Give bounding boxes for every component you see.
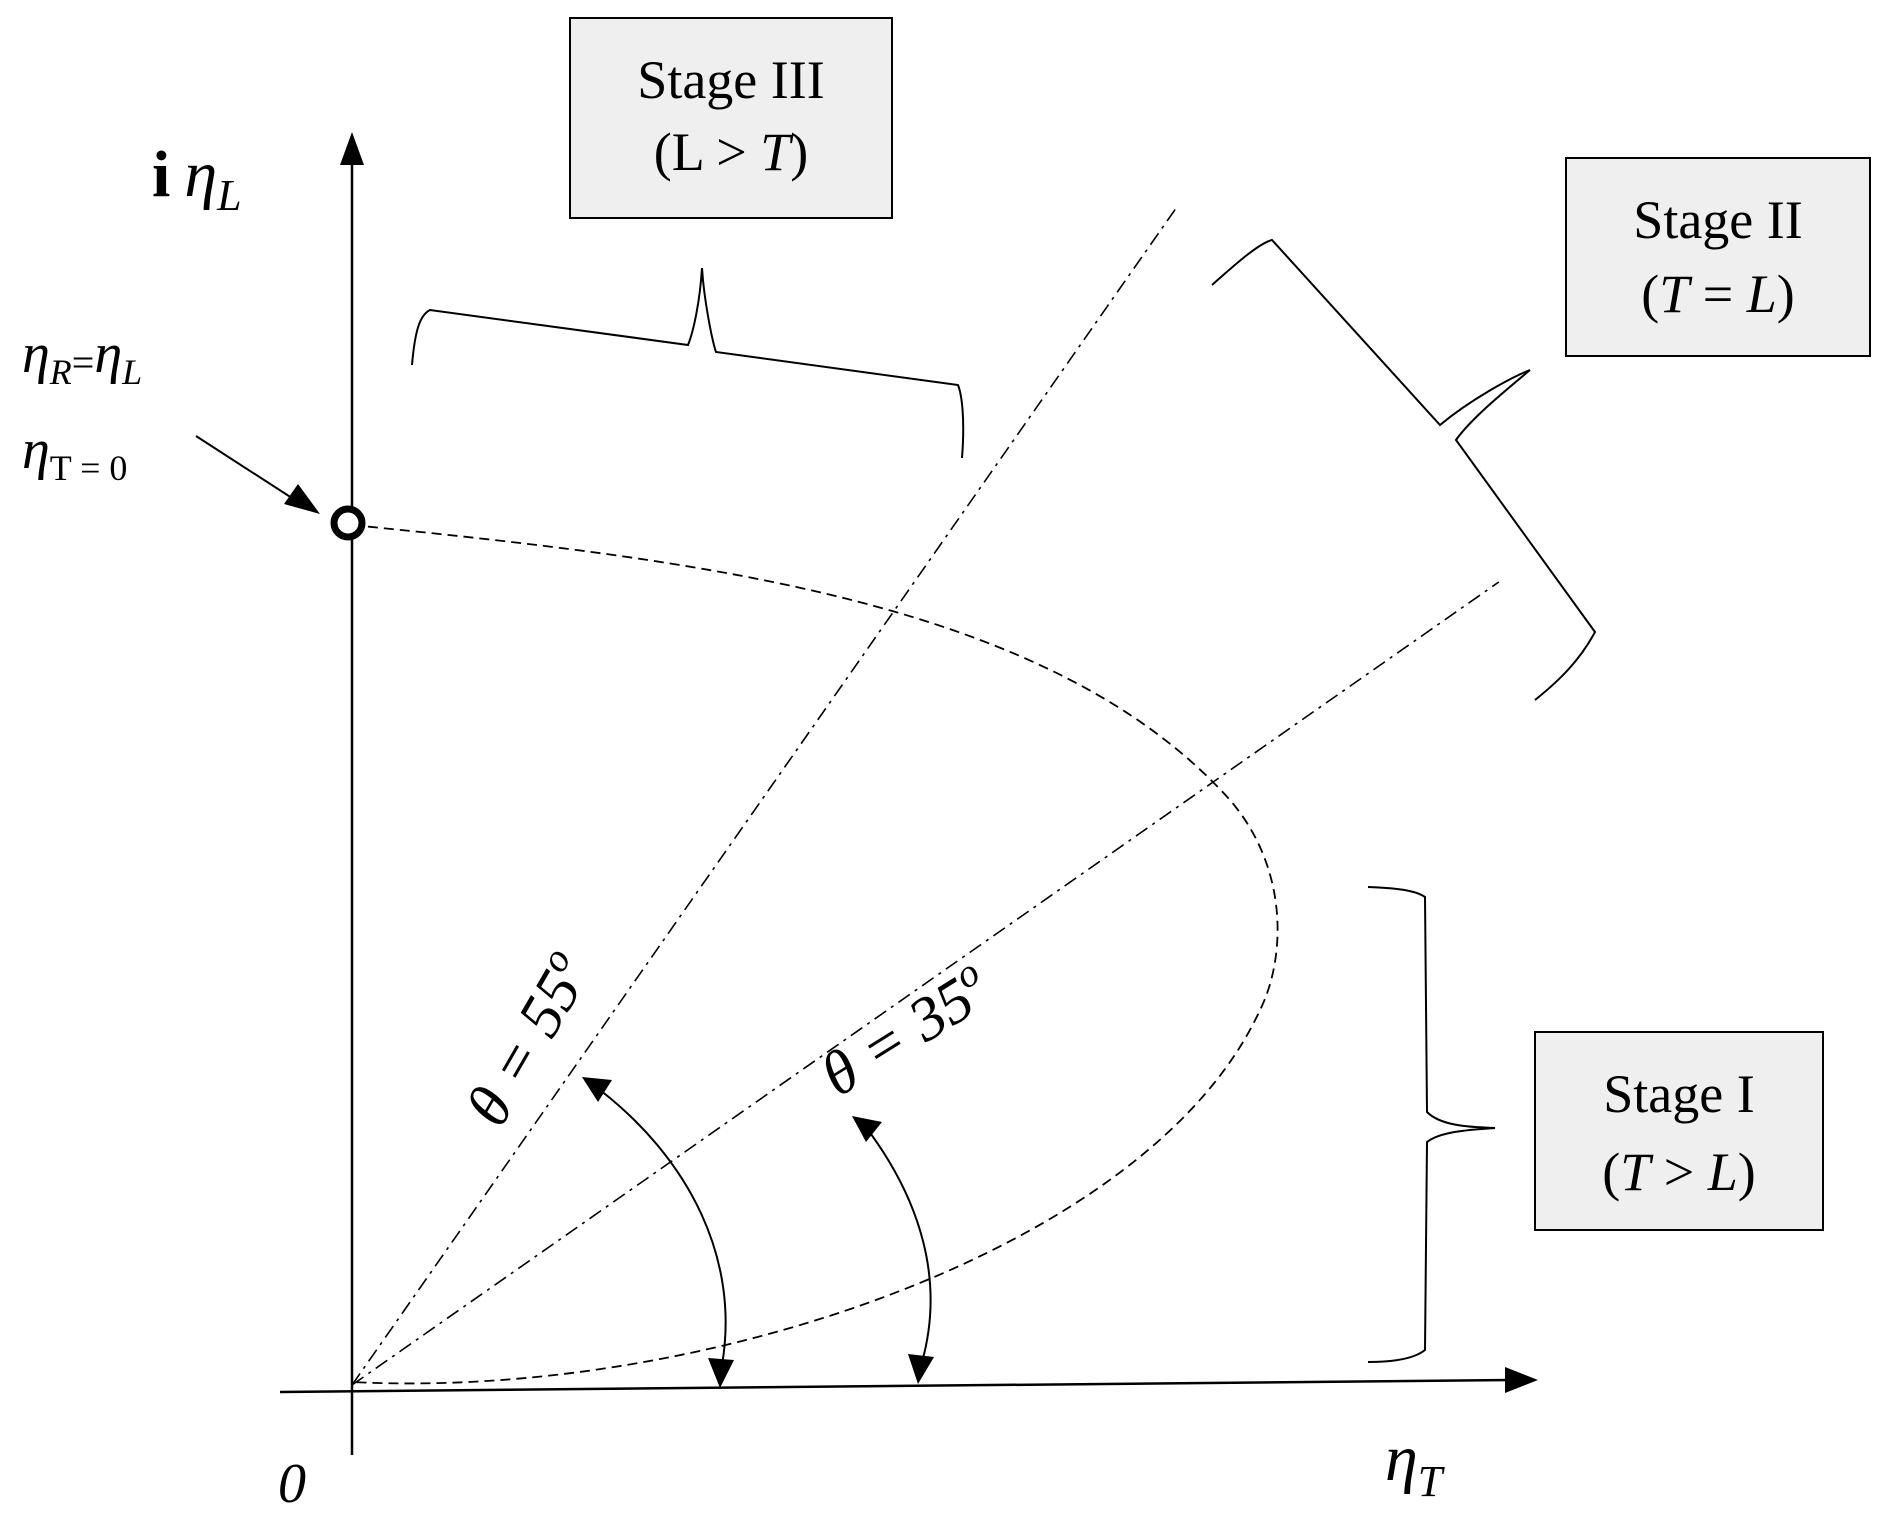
start-point-marker — [330, 505, 366, 541]
axes — [279, 132, 1538, 1455]
stage1-box: Stage I (T > L) — [1534, 1031, 1824, 1231]
brace-stage1 — [1367, 886, 1496, 1363]
trajectory-curve — [351, 524, 1279, 1385]
stage2-title: Stage II — [1633, 190, 1802, 250]
angle-35-label: θ = 35o — [806, 949, 1002, 1110]
x-axis — [279, 1378, 1511, 1394]
stage3-box: Stage III (L > T) — [569, 17, 893, 219]
arc-theta-55-head-bottom — [708, 1358, 734, 1388]
pointer-arrow — [195, 435, 296, 501]
stage3-condition: (L > T) — [654, 122, 808, 182]
stage3-title: Stage III — [637, 50, 824, 110]
arc-theta-35-head-top — [852, 1116, 882, 1142]
stage2-condition: (T = L) — [1641, 264, 1795, 324]
stage2-box: Stage II (T = L) — [1565, 157, 1871, 357]
stage1-condition: (T > L) — [1602, 1142, 1756, 1202]
ray-theta-55 — [351, 204, 1179, 1386]
angle-55-label: θ = 55o — [448, 940, 605, 1137]
brace-stage3 — [411, 267, 965, 459]
x-axis-arrowhead — [1505, 1367, 1538, 1393]
start-point-label-line1: ηR=ηL — [22, 323, 142, 392]
brace-stage2 — [1211, 238, 1597, 701]
start-point-label-line2: ηT = 0 — [22, 419, 127, 488]
arc-theta-35 — [867, 1129, 932, 1363]
origin-label: 0 — [278, 1453, 306, 1515]
arc-theta-55 — [599, 1089, 727, 1366]
y-axis-arrowhead — [340, 132, 364, 165]
pointer-arrowhead — [284, 484, 320, 514]
arc-theta-35-head-bottom — [908, 1354, 934, 1384]
arc-theta-55-head-top — [582, 1077, 612, 1102]
x-axis-label: ηT — [1385, 1422, 1446, 1506]
ray-theta-35 — [351, 581, 1500, 1386]
stage1-title: Stage I — [1603, 1064, 1754, 1124]
